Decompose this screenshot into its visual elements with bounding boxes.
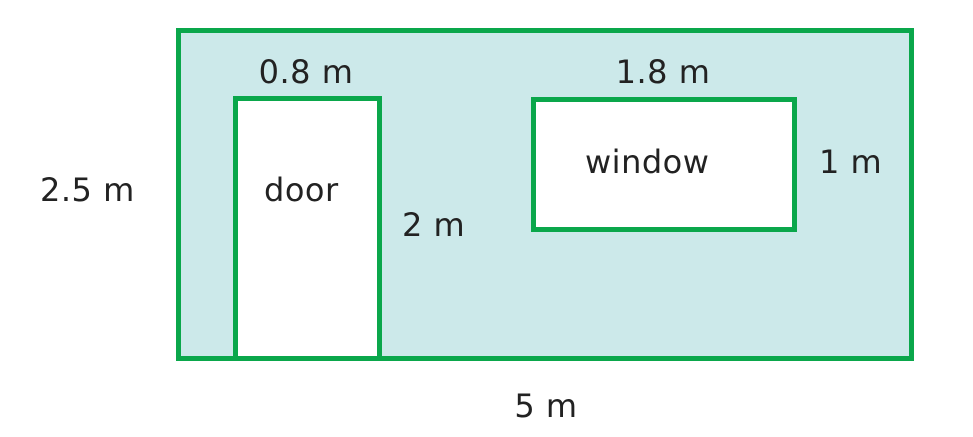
window-width-label: 1.8 m <box>615 53 711 91</box>
window-label: window <box>585 143 710 181</box>
window-height-label: 1 m <box>819 143 883 181</box>
door-rectangle <box>233 96 382 361</box>
wall-width-label: 5 m <box>514 387 578 425</box>
door-width-label: 0.8 m <box>258 53 354 91</box>
door-height-label: 2 m <box>402 206 466 244</box>
window-rectangle <box>531 97 797 232</box>
wall-height-label: 2.5 m <box>40 171 135 209</box>
door-label: door <box>264 171 339 209</box>
